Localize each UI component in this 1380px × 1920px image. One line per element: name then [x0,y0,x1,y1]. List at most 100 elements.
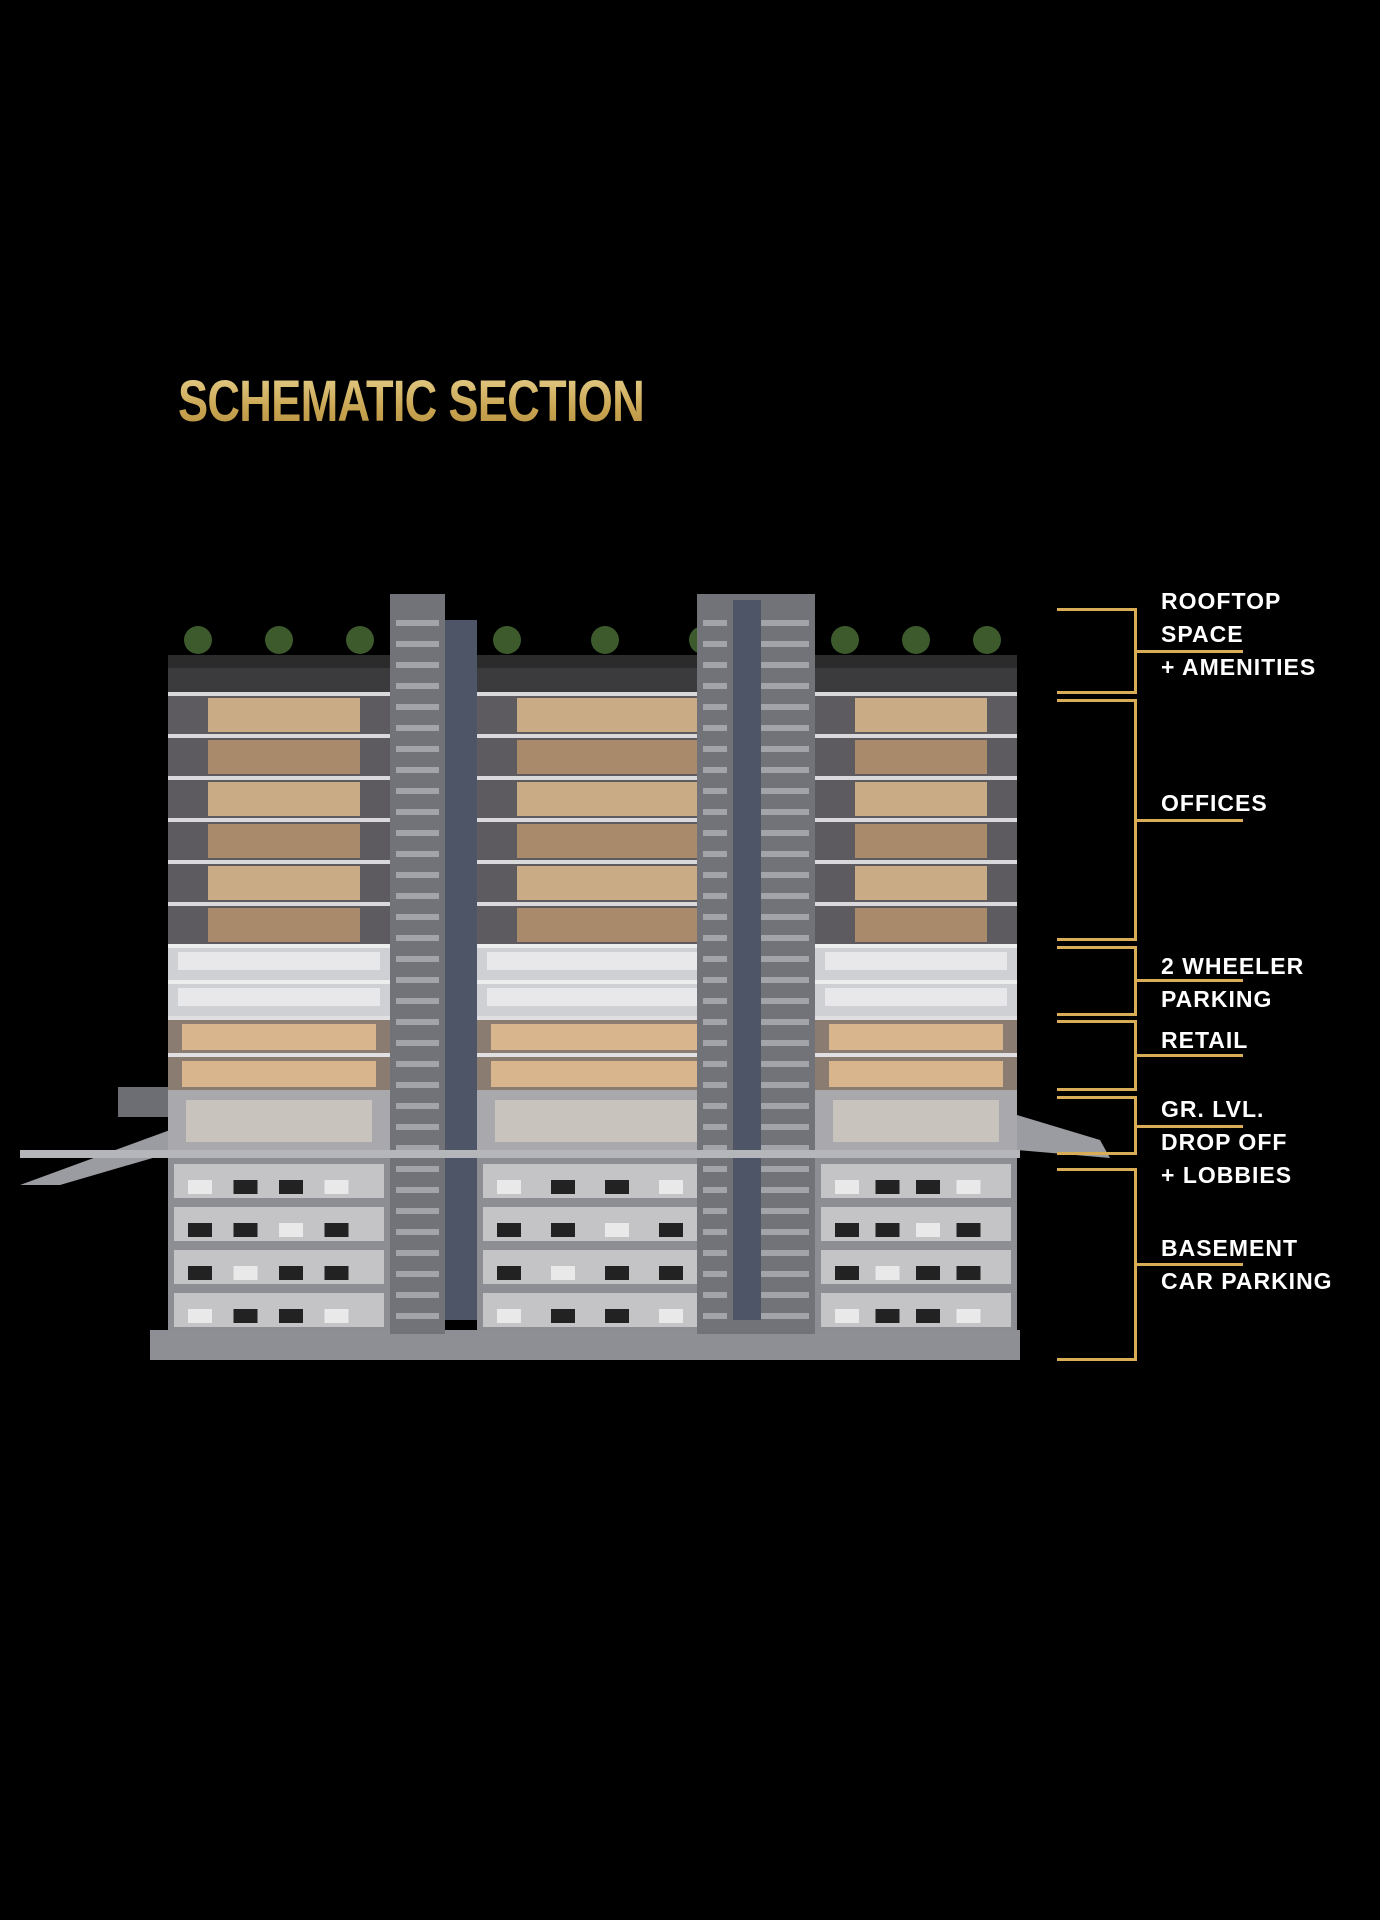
stair [396,1229,439,1235]
car [233,1180,258,1194]
label-line: ROOFTOP [1161,588,1282,614]
bike-rows [487,952,723,970]
car [497,1180,521,1194]
office-interior [855,698,987,732]
floor-slab [477,734,733,738]
office-interior [208,866,360,900]
stair [396,956,439,962]
office-interior [855,908,987,942]
car [551,1266,575,1280]
stair [396,1040,439,1046]
stair [739,1250,809,1256]
car [916,1180,940,1194]
stair [703,914,727,920]
office-interior [208,824,360,858]
floor-slab [477,818,733,822]
stair [396,788,439,794]
stair [703,1313,727,1319]
stair [703,1208,727,1214]
lift-shaft [733,600,761,1320]
stair [703,1292,727,1298]
car [835,1266,859,1280]
car [916,1223,940,1237]
car [188,1266,212,1280]
stair [703,641,727,647]
car [324,1180,349,1194]
stair [396,1292,439,1298]
stair [396,704,439,710]
stair [703,1145,727,1151]
car [875,1180,900,1194]
rooftop-tree [831,626,859,654]
stair [396,914,439,920]
stair [739,1103,809,1109]
car [605,1266,629,1280]
stair [739,1313,809,1319]
label-line: CAR PARKING [1161,1268,1333,1294]
stair [703,851,727,857]
bracket-retail [1057,1020,1137,1091]
car [551,1180,575,1194]
floor-slab [477,902,733,906]
label-line: BASEMENT [1161,1235,1299,1261]
office-interior [855,782,987,816]
stair [739,1124,809,1130]
car [835,1223,859,1237]
label-offices: OFFICES [1161,787,1268,820]
car [497,1266,521,1280]
rooftop-tree [265,626,293,654]
bracket-tick-basement [1137,1263,1243,1266]
stair [739,788,809,794]
stair [739,1271,809,1277]
bracket-tick-offices [1137,819,1243,822]
lobby-interior [186,1100,372,1142]
stair [703,893,727,899]
car [659,1309,683,1323]
floor-slab [815,860,1017,864]
floor-slab [477,776,733,780]
office-interior [208,782,360,816]
floor-slab [815,692,1017,696]
car [279,1266,303,1280]
stair [739,1208,809,1214]
stair [703,767,727,773]
lobby-interior [495,1100,715,1142]
stair [703,1166,727,1172]
stair [396,851,439,857]
car [659,1223,683,1237]
car [916,1309,940,1323]
floor-slab [815,734,1017,738]
floor-slab [168,1016,390,1020]
stair [703,1061,727,1067]
stair [739,767,809,773]
car [551,1223,575,1237]
stair [739,1145,809,1151]
rooftop-tree [346,626,374,654]
car [279,1309,303,1323]
lift-shaft [445,620,477,1320]
label-line: SPACE [1161,621,1244,647]
bike-rows [487,988,723,1006]
stair [396,1082,439,1088]
car [956,1309,981,1323]
stair [739,809,809,815]
floor-slab [168,944,390,948]
stair [396,809,439,815]
label-retail: RETAIL [1161,1024,1248,1057]
office-interior [517,698,703,732]
car [233,1309,258,1323]
stair [739,1166,809,1172]
label-line: + AMENITIES [1161,654,1317,680]
car [188,1223,212,1237]
stair [739,851,809,857]
stair [396,725,439,731]
label-line: GR. LVL. [1161,1096,1265,1122]
label-line: PARKING [1161,986,1273,1012]
label-two-wheeler: 2 WHEELER PARKING [1161,950,1304,1016]
car [916,1266,940,1280]
retail-interior [491,1024,719,1050]
car [605,1180,629,1194]
stair [396,1271,439,1277]
car [188,1309,212,1323]
